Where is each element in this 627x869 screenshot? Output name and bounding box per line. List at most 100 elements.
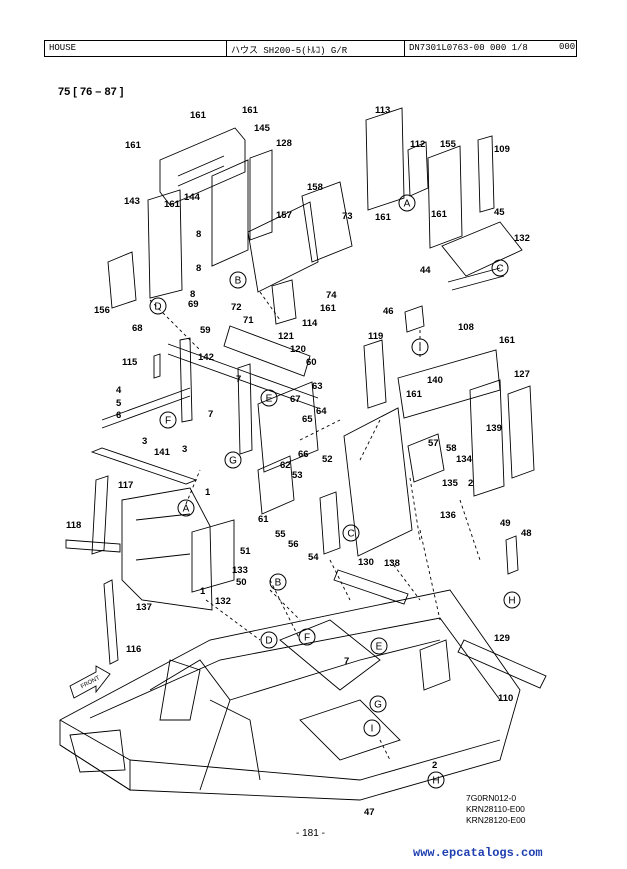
part-number-label: 45 xyxy=(494,207,505,218)
part-number-label: 8 xyxy=(196,263,201,274)
part-number-label: 72 xyxy=(231,302,242,313)
callout-letter: E xyxy=(266,394,273,405)
part-number-label: 7 xyxy=(208,409,213,420)
part-number-label: 113 xyxy=(375,105,390,116)
part-number-label: 54 xyxy=(308,552,319,563)
callout-letter: G xyxy=(374,700,382,711)
callout-letter: F xyxy=(165,416,171,427)
header-model: ハウス SH200-5(ﾄﾙｺ) G/R xyxy=(227,41,405,56)
part-number-label: 128 xyxy=(276,138,292,149)
part-number-label: 120 xyxy=(290,344,306,355)
callout-letter: A xyxy=(183,504,190,515)
part-number-label: 64 xyxy=(316,406,327,417)
part-number-label: 127 xyxy=(514,369,530,380)
part-number-label: 55 xyxy=(275,529,286,540)
callout-letter: B xyxy=(235,276,242,287)
part-number-label: 117 xyxy=(118,480,133,491)
callout-letter: D xyxy=(154,302,161,313)
part-number-label: 134 xyxy=(456,454,473,465)
part-number-label: 53 xyxy=(292,470,303,481)
part-number-label: 110 xyxy=(498,693,513,704)
part-number-label: 138 xyxy=(384,558,400,569)
part-number-label: 2 xyxy=(468,478,473,489)
drawing-code-3: KRN28120-E00 xyxy=(466,815,526,825)
part-number-label: 5 xyxy=(116,398,122,409)
part-number-label: 109 xyxy=(494,144,510,155)
part-number-label: 161 xyxy=(164,199,181,210)
callout-letter: C xyxy=(347,529,354,540)
part-number-label: 141 xyxy=(154,447,171,458)
part-number-label: 60 xyxy=(306,357,317,368)
part-number-label: 52 xyxy=(322,454,333,465)
part-number-label: 44 xyxy=(420,265,431,276)
header-tail: 000 xyxy=(559,42,576,52)
part-number-label: 161 xyxy=(242,105,259,116)
drawing-code-1: 7G0RN012-0 xyxy=(466,793,517,803)
part-number-label: 66 xyxy=(298,449,309,460)
part-number-label: 61 xyxy=(258,514,269,525)
part-number-label: 62 xyxy=(280,460,291,471)
callout-letter: I xyxy=(419,343,422,354)
part-number-label: 4 xyxy=(116,385,122,396)
part-number-label: 135 xyxy=(442,478,459,489)
callout-letter: B xyxy=(275,578,282,589)
part-number-label: 57 xyxy=(428,438,439,449)
part-number-label: 51 xyxy=(240,546,251,557)
part-number-label: 1 xyxy=(200,586,206,597)
part-number-label: 56 xyxy=(288,539,299,550)
part-number-label: 47 xyxy=(364,807,375,818)
part-number-label: 7 xyxy=(344,656,349,667)
part-number-label: 129 xyxy=(494,633,510,644)
callout-letter: D xyxy=(265,636,272,647)
part-number-label: 8 xyxy=(196,229,201,240)
part-number-label: 63 xyxy=(312,381,323,392)
part-number-label: 140 xyxy=(427,375,443,386)
part-number-label: 161 xyxy=(125,140,142,151)
part-number-label: 161 xyxy=(406,389,423,400)
part-number-label: 3 xyxy=(142,436,147,447)
header-doc-no: DN7301L0763-00 000 1/8 xyxy=(409,43,528,53)
index-reference: 75 [ 76 – 87 ] xyxy=(58,86,124,98)
part-number-label: 130 xyxy=(358,557,374,568)
part-number-label: 114 xyxy=(302,318,318,329)
part-number-label: 46 xyxy=(383,306,394,317)
part-number-label: 157 xyxy=(276,210,292,221)
callout-letter: I xyxy=(371,724,374,735)
part-number-label: 48 xyxy=(521,528,532,539)
part-number-label: 116 xyxy=(126,644,141,655)
part-number-label: 8 xyxy=(190,289,195,300)
part-number-label: 132 xyxy=(215,596,231,607)
front-arrow: FRONT xyxy=(69,665,111,699)
part-number-label: 161 xyxy=(499,335,516,346)
part-number-label: 112 xyxy=(410,139,425,150)
part-number-label: 7 xyxy=(236,374,241,385)
part-number-label: 161 xyxy=(320,303,337,314)
part-number-label: 59 xyxy=(200,325,211,336)
line-art xyxy=(59,107,547,801)
part-number-label: 68 xyxy=(132,323,143,334)
part-number-label: 145 xyxy=(254,123,271,134)
header-table: HOUSE ハウス SH200-5(ﾄﾙｺ) G/R DN7301L0763-0… xyxy=(44,40,577,57)
part-number-label: 142 xyxy=(198,352,214,363)
part-number-label: 161 xyxy=(190,110,207,121)
part-number-label: 119 xyxy=(368,331,383,342)
callout-letter: G xyxy=(229,456,237,467)
part-number-label: 50 xyxy=(236,577,247,588)
part-number-label: 143 xyxy=(124,196,140,207)
website-link[interactable]: www.epcatalogs.com xyxy=(413,846,543,860)
part-number-label: 69 xyxy=(188,299,199,310)
part-number-label: 108 xyxy=(458,322,474,333)
part-number-label: 73 xyxy=(342,211,353,222)
part-number-label: 161 xyxy=(431,209,448,220)
header-section: HOUSE xyxy=(45,41,227,56)
callout-circles xyxy=(149,194,521,789)
callout-letter: F xyxy=(304,633,310,644)
part-number-label: 71 xyxy=(243,315,254,326)
page-number: - 181 - xyxy=(296,828,325,839)
part-number-label: 58 xyxy=(446,443,457,454)
callout-letter: H xyxy=(432,776,439,787)
part-number-label: 74 xyxy=(326,290,337,301)
part-number-label: 144 xyxy=(184,192,201,203)
